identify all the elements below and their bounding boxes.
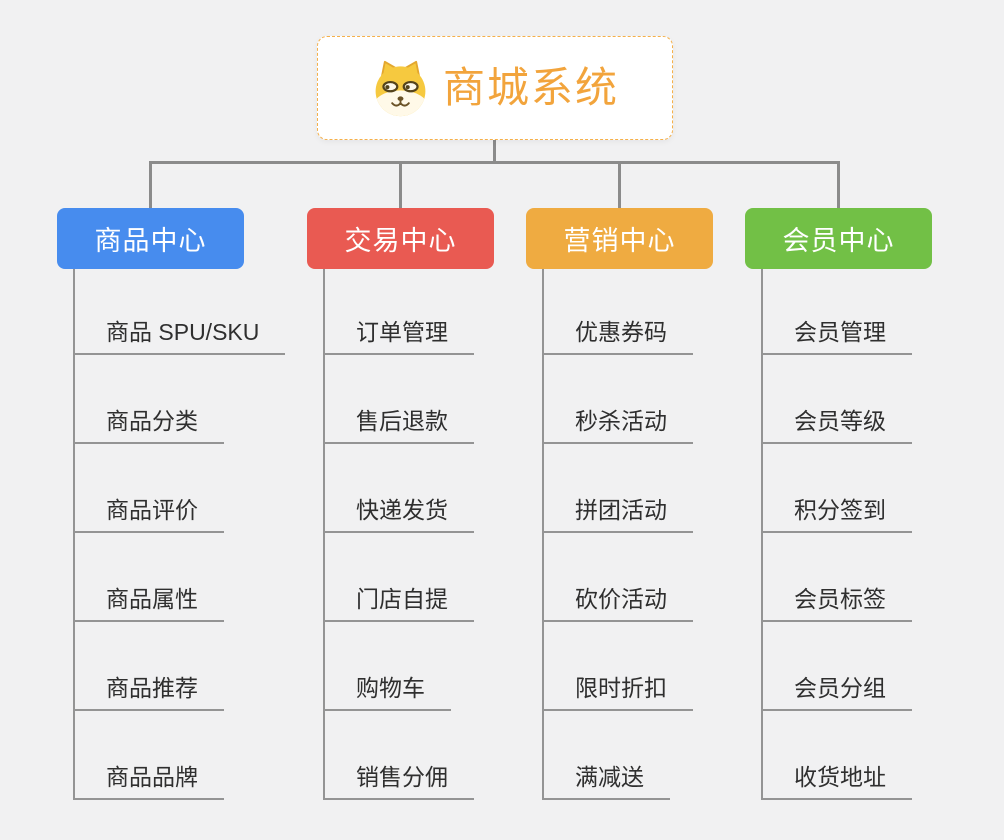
branch-children-member: 会员管理 会员等级 积分签到 会员标签 会员分组 收货地址: [761, 269, 912, 800]
leaf-label: 拼团活动: [544, 497, 693, 533]
leaf-node-coupon-code[interactable]: 优惠券码: [544, 269, 693, 355]
leaf-label: 商品属性: [75, 586, 224, 622]
leaf-node-shopping-cart[interactable]: 购物车: [325, 622, 474, 711]
branch-column-marketing: 营销中心 优惠券码 秒杀活动 拼团活动 砍价活动 限时折扣 满减送: [526, 208, 766, 800]
connector-drop-product: [149, 164, 152, 208]
branch-label: 交易中心: [344, 226, 457, 256]
leaf-label: 会员管理: [763, 319, 912, 355]
branch-column-member: 会员中心 会员管理 会员等级 积分签到 会员标签 会员分组 收货地址: [745, 208, 985, 800]
branch-column-product: 商品中心 商品 SPU/SKU 商品分类 商品评价 商品属性 商品推荐 商品品牌: [57, 208, 297, 800]
connector-drop-marketing: [618, 164, 621, 208]
leaf-node-points-checkin[interactable]: 积分签到: [763, 444, 912, 533]
leaf-label: 砍价活动: [544, 586, 693, 622]
leaf-label: 会员标签: [763, 586, 912, 622]
leaf-node-group-buy[interactable]: 拼团活动: [544, 444, 693, 533]
leaf-label: 售后退款: [325, 408, 474, 444]
leaf-node-order-management[interactable]: 订单管理: [325, 269, 474, 355]
branch-children-product: 商品 SPU/SKU 商品分类 商品评价 商品属性 商品推荐 商品品牌: [73, 269, 286, 800]
leaf-label: 商品 SPU/SKU: [75, 319, 286, 355]
leaf-node-sales-commission[interactable]: 销售分佣: [325, 711, 474, 800]
connector-bus: [149, 161, 840, 164]
leaf-label: 商品分类: [75, 408, 224, 444]
leaf-node-member-management[interactable]: 会员管理: [763, 269, 912, 355]
leaf-label: 满减送: [544, 764, 670, 800]
leaf-label: 门店自提: [325, 586, 474, 622]
leaf-label: 会员等级: [763, 408, 912, 444]
branch-node-marketing-center[interactable]: 营销中心: [526, 208, 713, 269]
leaf-node-after-sale-refund[interactable]: 售后退款: [325, 355, 474, 444]
leaf-label: 商品推荐: [75, 675, 224, 711]
leaf-node-product-spu-sku[interactable]: 商品 SPU/SKU: [75, 269, 286, 355]
connector-drop-trade: [399, 164, 402, 208]
branch-node-trade-center[interactable]: 交易中心: [307, 208, 494, 269]
leaf-label: 商品品牌: [75, 764, 224, 800]
leaf-node-product-review[interactable]: 商品评价: [75, 444, 285, 533]
leaf-label: 收货地址: [763, 764, 912, 800]
branch-label: 会员中心: [782, 226, 895, 256]
leaf-label: 限时折扣: [544, 675, 693, 711]
leaf-node-member-groups[interactable]: 会员分组: [763, 622, 912, 711]
leaf-label: 商品评价: [75, 497, 224, 533]
branch-node-member-center[interactable]: 会员中心: [745, 208, 932, 269]
branch-label: 营销中心: [563, 226, 676, 256]
branch-node-product-center[interactable]: 商品中心: [57, 208, 244, 269]
leaf-node-product-recommend[interactable]: 商品推荐: [75, 622, 285, 711]
leaf-node-spend-and-save[interactable]: 满减送: [544, 711, 693, 800]
leaf-label: 秒杀活动: [544, 408, 693, 444]
root-title: 商城系统: [442, 64, 619, 111]
leaf-node-bargain-activity[interactable]: 砍价活动: [544, 533, 693, 622]
leaf-label: 积分签到: [763, 497, 912, 533]
leaf-node-product-category[interactable]: 商品分类: [75, 355, 285, 444]
leaf-label: 会员分组: [763, 675, 912, 711]
leaf-node-store-pickup[interactable]: 门店自提: [325, 533, 474, 622]
doge-face-icon: [371, 59, 430, 118]
leaf-node-shipping-address[interactable]: 收货地址: [763, 711, 912, 800]
branch-children-trade: 订单管理 售后退款 快递发货 门店自提 购物车 销售分佣: [323, 269, 474, 800]
connector-drop-member: [837, 164, 840, 208]
leaf-node-flash-sale[interactable]: 秒杀活动: [544, 355, 693, 444]
branch-children-marketing: 优惠券码 秒杀活动 拼团活动 砍价活动 限时折扣 满减送: [542, 269, 693, 800]
connector-root-drop: [493, 140, 496, 161]
branch-column-trade: 交易中心 订单管理 售后退款 快递发货 门店自提 购物车 销售分佣: [307, 208, 547, 800]
leaf-label: 购物车: [325, 675, 451, 711]
leaf-node-product-brand[interactable]: 商品品牌: [75, 711, 285, 800]
leaf-label: 订单管理: [325, 319, 474, 355]
leaf-node-product-attribute[interactable]: 商品属性: [75, 533, 285, 622]
leaf-node-limited-time-discount[interactable]: 限时折扣: [544, 622, 693, 711]
leaf-node-member-level[interactable]: 会员等级: [763, 355, 912, 444]
leaf-label: 销售分佣: [325, 764, 474, 800]
leaf-node-member-tags[interactable]: 会员标签: [763, 533, 912, 622]
root-node-mall-system[interactable]: 商城系统: [317, 36, 673, 140]
leaf-label: 优惠券码: [544, 319, 693, 355]
leaf-node-express-shipping[interactable]: 快递发货: [325, 444, 474, 533]
leaf-label: 快递发货: [325, 497, 474, 533]
branch-label: 商品中心: [94, 226, 207, 256]
